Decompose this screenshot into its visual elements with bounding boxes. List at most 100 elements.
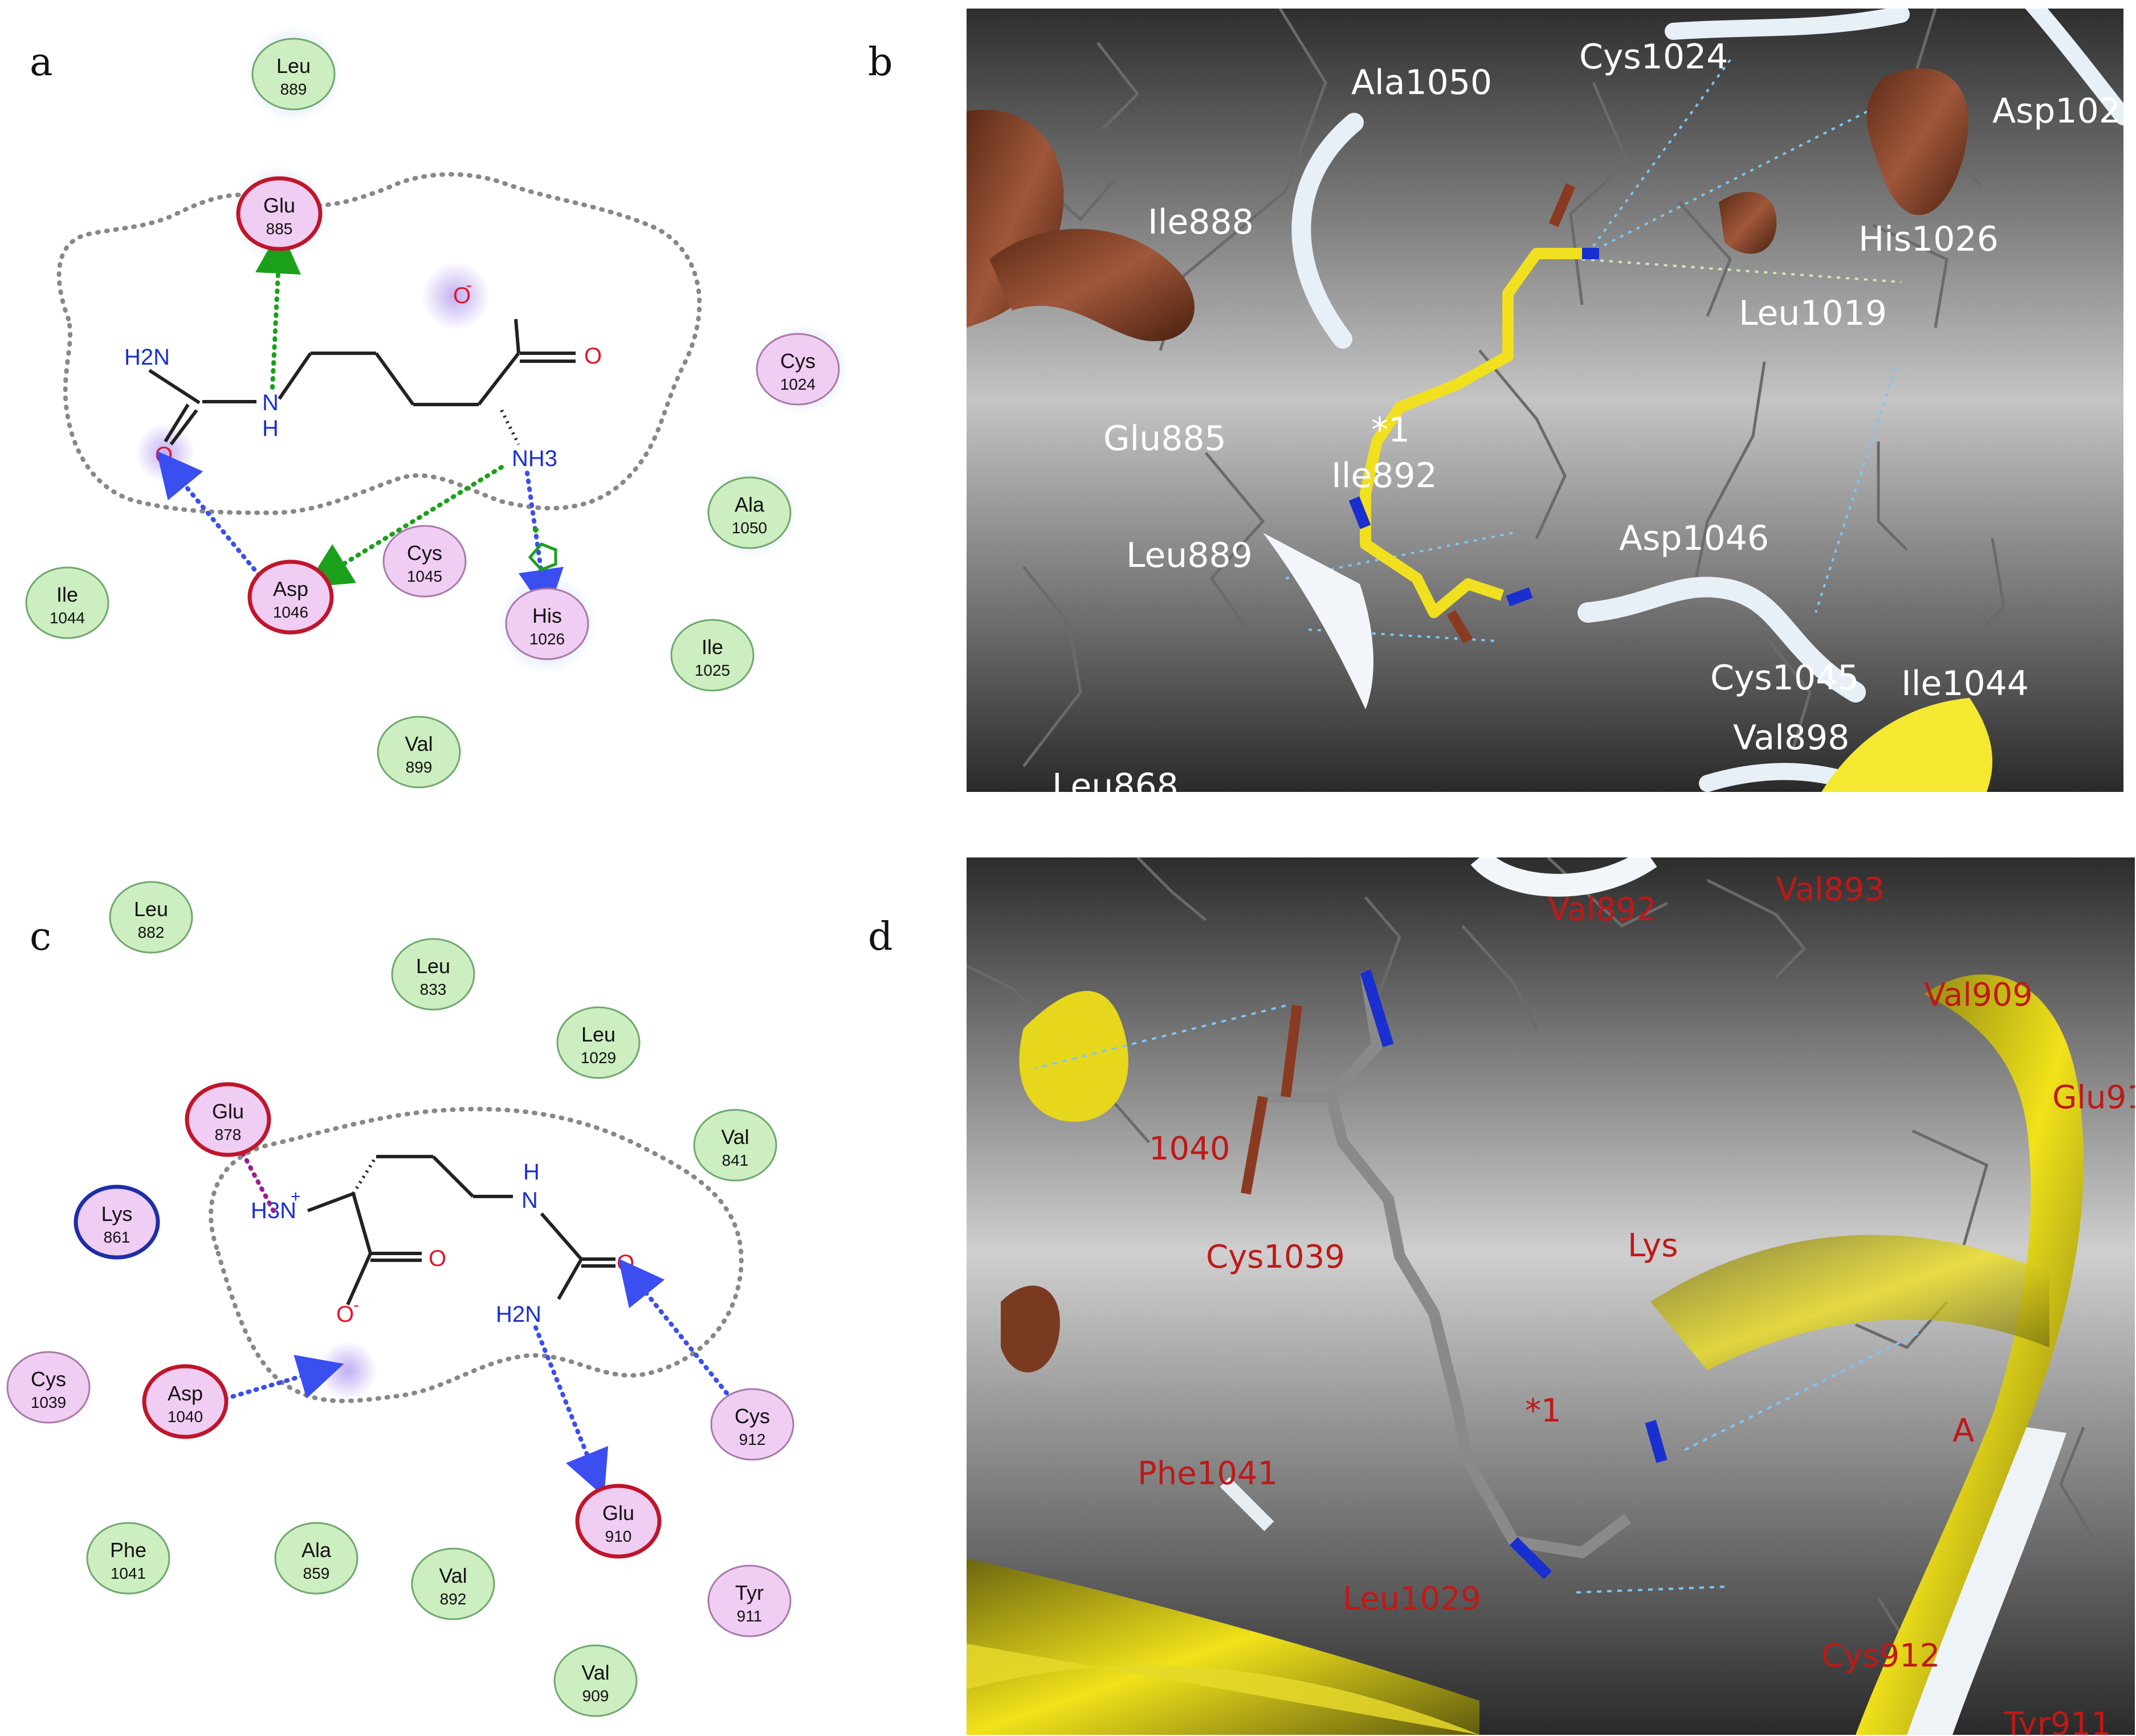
panel-b-label-4: His1026 bbox=[1858, 219, 1999, 259]
panel-d-label-4: 1040 bbox=[1149, 1130, 1230, 1167]
panel-d-label-11: A bbox=[1952, 1412, 1974, 1449]
panel-c-residue-glu910: Glu 910 bbox=[575, 1484, 662, 1559]
panel-a-residue-number: 1024 bbox=[780, 375, 816, 393]
binding-pocket-outline bbox=[56, 172, 702, 516]
panel-b-label-2: Asp1025 bbox=[1992, 91, 2123, 131]
panel-b-label-14: Leu868 bbox=[1052, 766, 1179, 792]
panel-c-residue-number: 878 bbox=[215, 1126, 242, 1143]
pi-cation-icon bbox=[528, 527, 557, 571]
panel-a-residue-his1026: His1026 bbox=[505, 587, 589, 660]
panel-c-residue-cys912: Cys 912 bbox=[710, 1388, 794, 1461]
panel-c-residue-name: Val bbox=[721, 1125, 749, 1149]
panel-c-residue-name: Cys bbox=[31, 1367, 66, 1391]
panel-a-residue-number: 899 bbox=[406, 758, 433, 776]
panel-c-residue-number: 910 bbox=[605, 1527, 632, 1545]
panel-c-residue-val909: Val909 bbox=[553, 1644, 638, 1717]
panel-b-label-5: Leu1019 bbox=[1739, 293, 1887, 333]
binding-pocket-outline-c bbox=[209, 1106, 744, 1403]
panel-a-residue-ile1044: Ile1044 bbox=[25, 566, 109, 639]
panel-a-residue-name: Val bbox=[405, 732, 433, 755]
panel-a-residue-asp1046: Asp 1046 bbox=[247, 559, 334, 635]
panel-c-residue-cys1039: Cys 1039 bbox=[6, 1351, 91, 1424]
panel-c-residue-name: Leu bbox=[134, 897, 168, 921]
panel-c-residue-number: 861 bbox=[104, 1228, 131, 1246]
atom-n-c: N bbox=[521, 1188, 538, 1213]
panel-a-residue-val899: Val 899 bbox=[377, 716, 461, 789]
panel-c-residue-name: Cys bbox=[735, 1404, 770, 1428]
panel-d-label-6: Lys bbox=[1628, 1227, 1678, 1264]
atom-h2n: H2N bbox=[124, 345, 170, 370]
panel-c-residue-number: 1041 bbox=[111, 1565, 146, 1582]
panel-a-residue-number: 1044 bbox=[50, 609, 85, 627]
panel-d-label-1: Val893 bbox=[1776, 871, 1885, 908]
panel-b-label-0: Ala1050 bbox=[1351, 63, 1492, 103]
panel-c-residue-name: Tyr bbox=[735, 1581, 764, 1604]
panel-a-residue-name: Ile bbox=[702, 635, 723, 659]
panel-a-residue-number: 1050 bbox=[732, 519, 767, 537]
panel-c-residue-phe1041: Phe 1041 bbox=[86, 1522, 170, 1595]
atom-n: N bbox=[262, 390, 279, 415]
panel-a-residue-number: 1026 bbox=[529, 630, 565, 648]
panel-a-residue-name: Cys bbox=[780, 349, 816, 373]
panel-b-label-3: Ile888 bbox=[1148, 202, 1254, 242]
panel-c-residue-asp1040: Asp 1040 bbox=[142, 1364, 229, 1439]
panel-c-residue-leu1029: Leu1029 bbox=[556, 1006, 641, 1079]
interaction-diagram-c: H3N + N H O O O - H2N Leu882Leu833Leu102… bbox=[6, 881, 794, 1717]
atom-o-minus-c: O bbox=[336, 1302, 354, 1327]
panel-a-residue-cys1045: Cys1045 bbox=[382, 525, 467, 598]
panel-b-label-11: Cys1045 bbox=[1710, 658, 1859, 698]
structure-view-b: Ala1050Cys1024Asp1025Ile888His1026Leu101… bbox=[967, 9, 2123, 792]
panel-c-residue-lys861: Lys 861 bbox=[74, 1184, 160, 1260]
panel-c-residue-name: Val bbox=[581, 1661, 609, 1684]
atom-plus: + bbox=[291, 1187, 301, 1206]
panel-c-residue-name: Leu bbox=[581, 1023, 615, 1046]
panel-c-residue-number: 1039 bbox=[31, 1394, 66, 1411]
atom-o-carboxyl: O bbox=[429, 1246, 446, 1271]
structure-view-d: Val892Val893Val909Glu9101040Cys1039Lys*1… bbox=[967, 857, 2135, 1735]
panel-b-label-12: Ile1044 bbox=[1901, 664, 2029, 704]
panel-a-residue-number: 1025 bbox=[695, 661, 730, 679]
panel-d-label-8: Phe1041 bbox=[1138, 1455, 1278, 1492]
panel-d-label-12: Tyr911 bbox=[2003, 1706, 2111, 1735]
atom-o-right: O bbox=[617, 1251, 634, 1276]
panel-b-label-8: Ile892 bbox=[1331, 456, 1437, 496]
panel-a-residue-number: 885 bbox=[266, 220, 293, 238]
panel-d-label-10: Cys912 bbox=[1821, 1637, 1940, 1674]
panel-c-residue-name: Phe bbox=[110, 1538, 146, 1562]
atom-o-carbonyl: O bbox=[584, 344, 602, 369]
panel-letter-a: a bbox=[30, 40, 53, 85]
panel-a-residue-name: Asp bbox=[273, 577, 308, 601]
panel-d-label-9: Leu1029 bbox=[1343, 1580, 1481, 1617]
atom-minus-c: - bbox=[353, 1296, 359, 1314]
panel-c-residue-number: 912 bbox=[739, 1431, 766, 1448]
panel-c-residue-number: 892 bbox=[440, 1590, 467, 1608]
atom-h-c: H bbox=[523, 1159, 540, 1184]
panel-b-label-6: Glu885 bbox=[1103, 419, 1226, 459]
panel-letter-d: d bbox=[868, 914, 893, 959]
atom-o-left: O bbox=[155, 443, 173, 468]
ligand-citrulline-a bbox=[148, 318, 576, 446]
panel-b-label-13: Val898 bbox=[1733, 718, 1849, 758]
atom-h: H bbox=[262, 416, 279, 441]
panel-c-residue-name: Leu bbox=[416, 954, 450, 978]
panel-a-residue-number: 1046 bbox=[273, 603, 308, 621]
panel-d-label-0: Val892 bbox=[1548, 891, 1657, 928]
panel-a-residue-number: 1045 bbox=[407, 567, 442, 585]
panel-a-residue-glu885: Glu 885 bbox=[236, 176, 323, 251]
panel-c-residue-name: Asp bbox=[168, 1382, 203, 1405]
panel-c-residue-number: 1040 bbox=[168, 1408, 203, 1425]
panel-c-residue-number: 833 bbox=[420, 981, 447, 998]
panel-c-residue-val892: Val892 bbox=[411, 1547, 495, 1620]
panel-b-label-9: Leu889 bbox=[1126, 536, 1253, 575]
panel-c-residue-name: Lys bbox=[101, 1202, 133, 1226]
panel-a-residue-name: Leu bbox=[276, 54, 311, 77]
panel-a-residue-leu889: Leu889 bbox=[251, 38, 336, 111]
panel-letter-b: b bbox=[868, 40, 893, 85]
panel-a-residue-name: Glu bbox=[263, 194, 295, 217]
panel-c-residue-name: Glu bbox=[602, 1501, 634, 1525]
panel-c-residue-tyr911: Tyr911 bbox=[707, 1565, 792, 1637]
